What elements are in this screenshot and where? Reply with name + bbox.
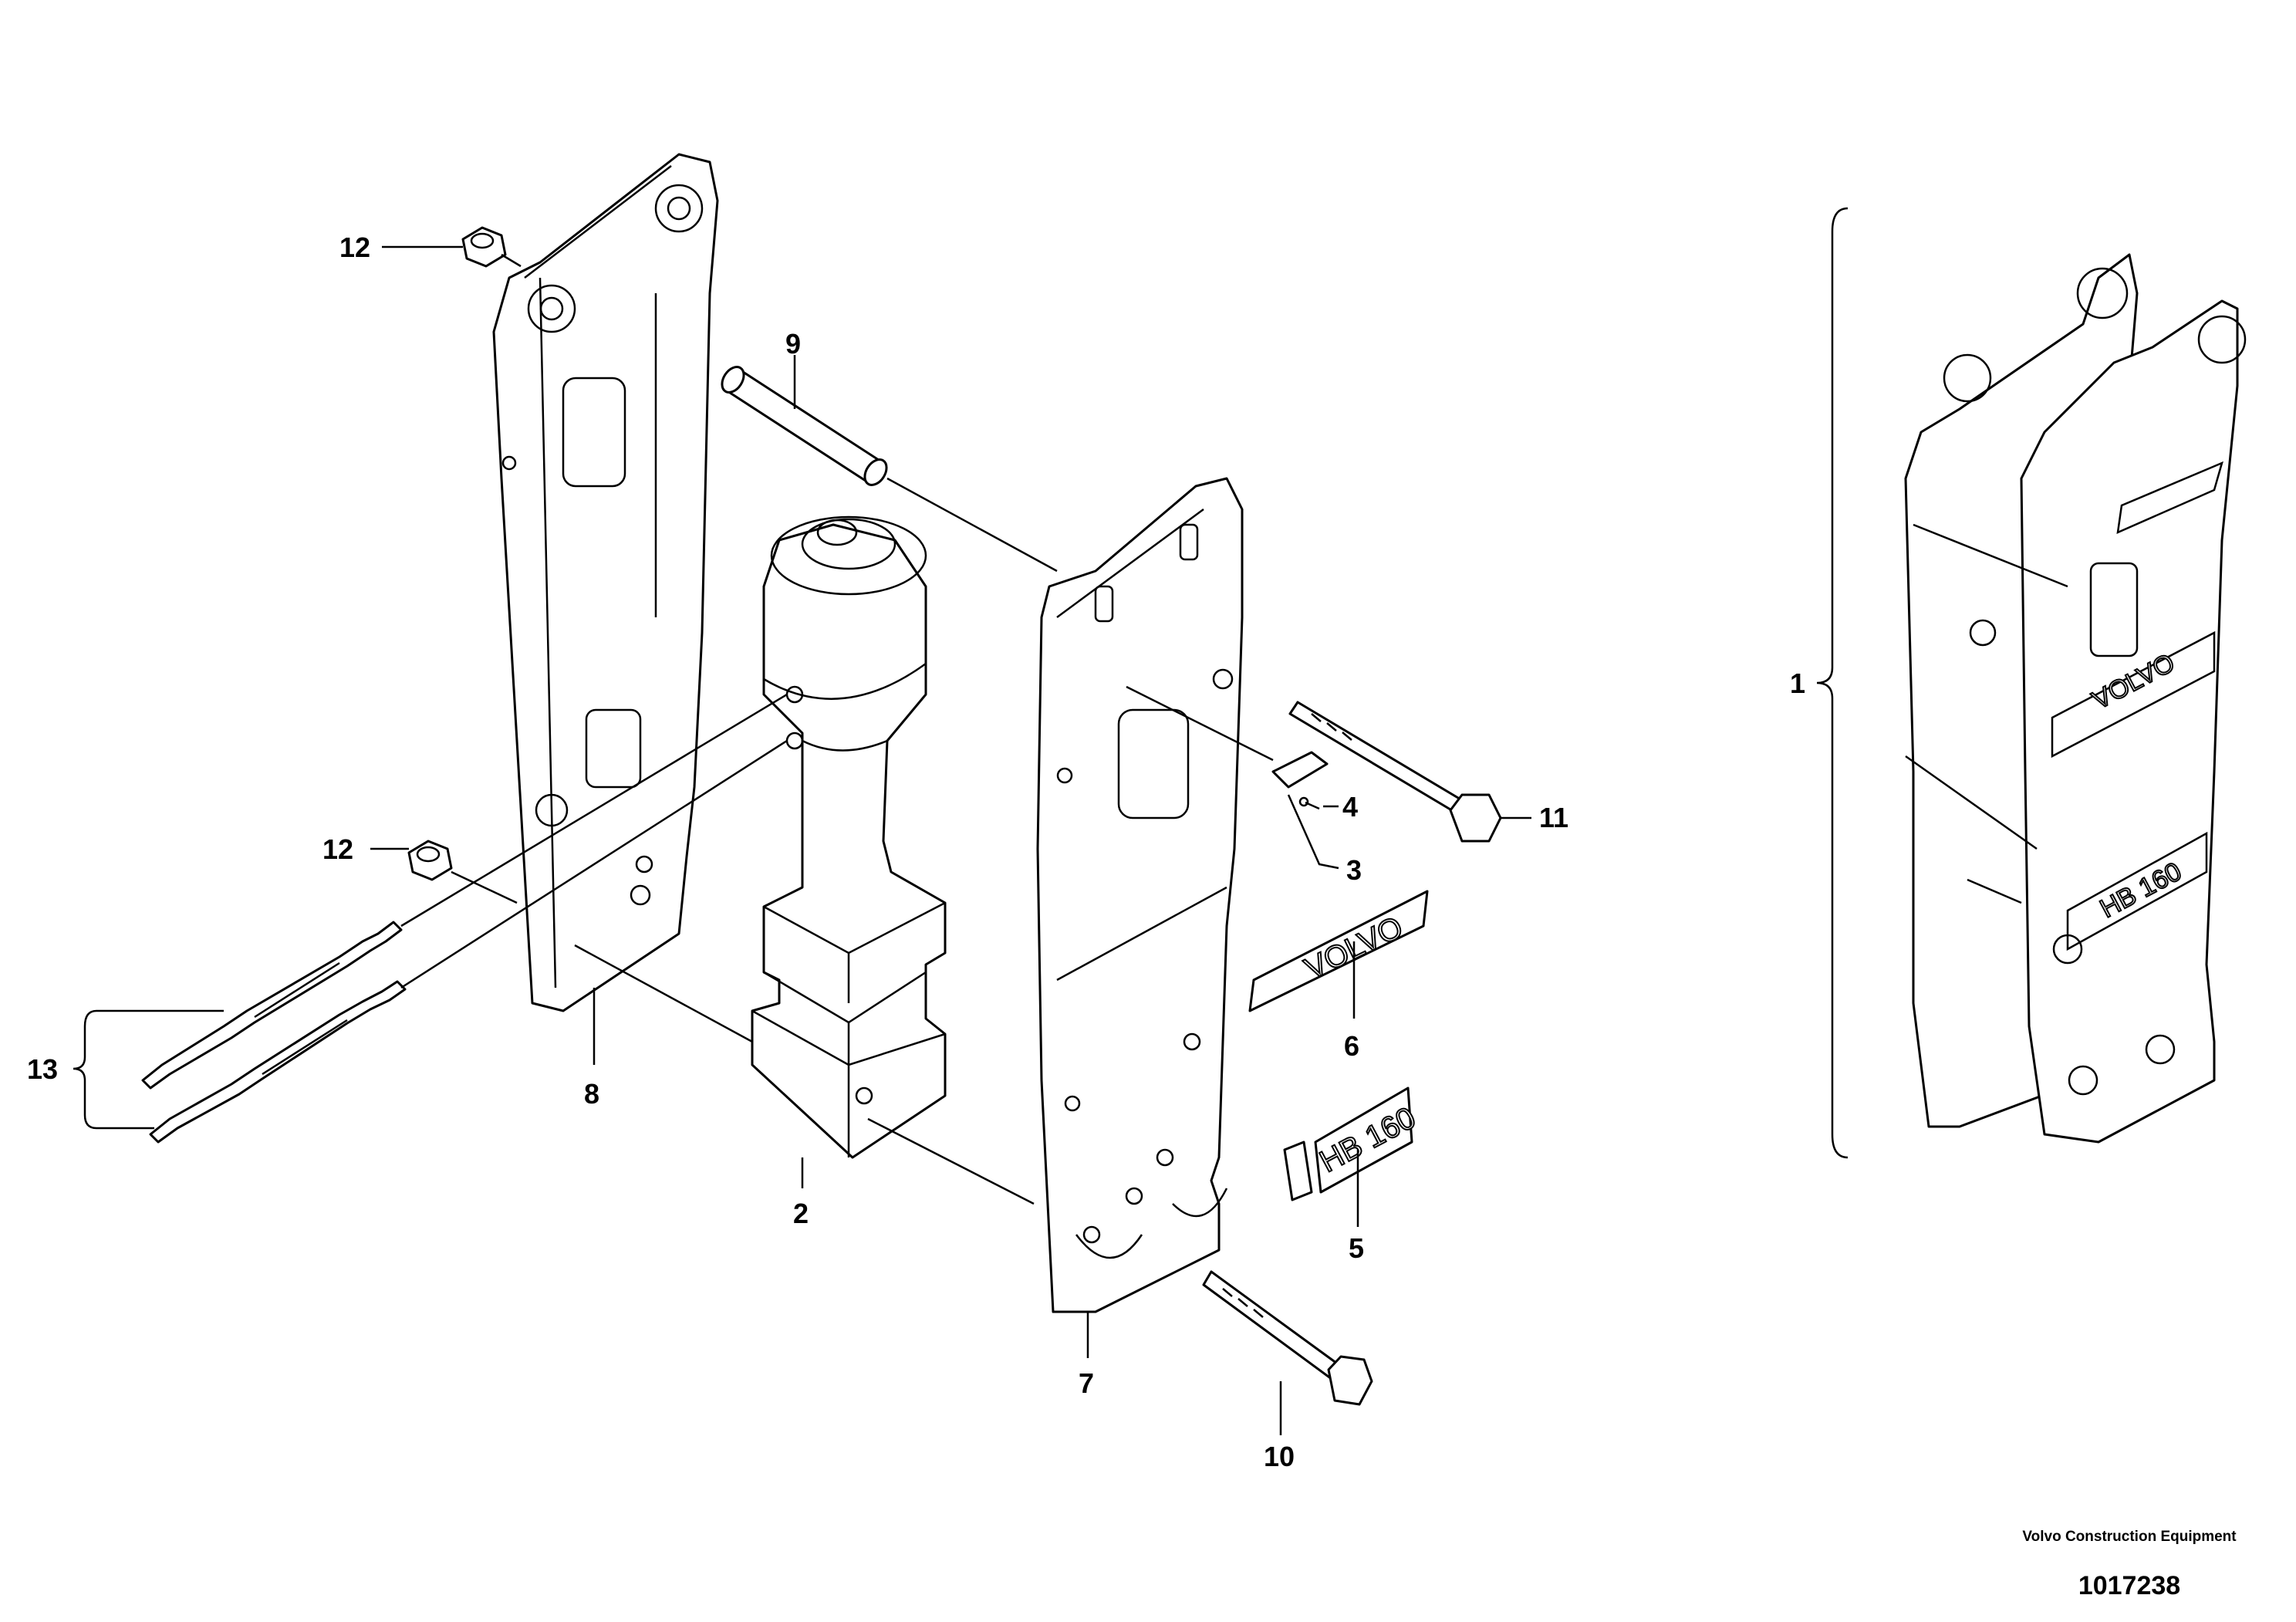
small-screw bbox=[1298, 796, 1320, 810]
callout-5: 5 bbox=[1349, 1232, 1364, 1264]
hydraulic-hoses bbox=[141, 921, 407, 1144]
callout-12-lower: 12 bbox=[322, 833, 353, 865]
long-bolt bbox=[1288, 701, 1502, 843]
leader-lines bbox=[73, 207, 1849, 1435]
callout-4: 4 bbox=[1342, 791, 1358, 823]
callout-10: 10 bbox=[1264, 1441, 1295, 1472]
callout-11: 11 bbox=[1539, 802, 1568, 833]
company-name: Volvo Construction Equipment bbox=[2022, 1529, 2237, 1545]
assembled-breaker-unit: VOLVO HB 160 bbox=[1904, 253, 2247, 1144]
pin bbox=[721, 366, 888, 486]
lower-bolt bbox=[1202, 1270, 1373, 1406]
bracket bbox=[1271, 751, 1329, 789]
callout-6: 6 bbox=[1344, 1030, 1359, 1062]
model-decal: HB 160 bbox=[1283, 1086, 1422, 1201]
left-side-plate bbox=[492, 153, 719, 1012]
callout-3: 3 bbox=[1346, 854, 1362, 886]
drawing-number: 1017238 bbox=[2078, 1571, 2181, 1600]
callout-labels: 12 9 12 13 8 2 7 10 4 11 3 6 5 1 bbox=[27, 231, 1805, 1472]
callout-12-upper: 12 bbox=[339, 231, 370, 263]
breaker-cylinder bbox=[751, 515, 947, 1159]
brand-decal: VOLVO bbox=[1248, 890, 1429, 1012]
callout-7: 7 bbox=[1079, 1367, 1094, 1399]
nut-upper bbox=[461, 226, 507, 268]
callout-8: 8 bbox=[584, 1078, 599, 1110]
right-side-plate bbox=[1036, 477, 1244, 1313]
callout-2: 2 bbox=[793, 1198, 809, 1229]
callout-13: 13 bbox=[27, 1053, 58, 1085]
nut-lower bbox=[407, 840, 453, 881]
callout-1: 1 bbox=[1790, 667, 1805, 699]
callout-9: 9 bbox=[785, 328, 801, 360]
